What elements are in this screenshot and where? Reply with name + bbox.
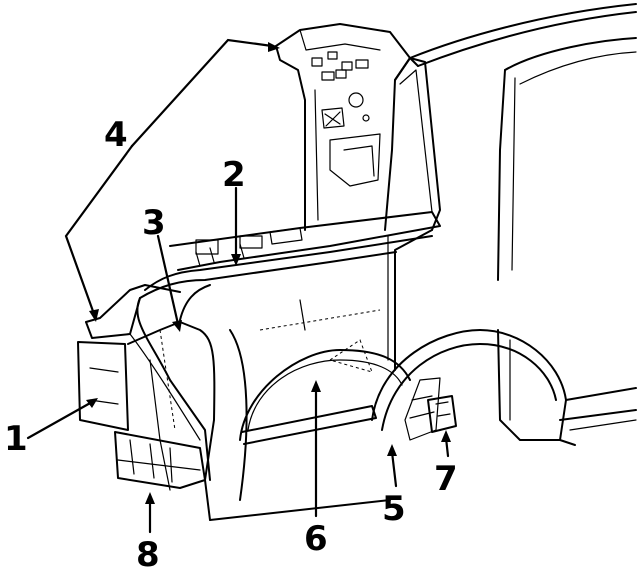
door-window-frame	[497, 37, 637, 281]
quarter-panel	[139, 235, 433, 521]
callout-6: 6	[304, 519, 328, 559]
callout-5: 5	[382, 489, 406, 529]
lower-extension	[114, 431, 206, 489]
leader-lines	[26, 38, 451, 534]
callout-1: 1	[4, 419, 28, 459]
callout-3: 3	[142, 203, 166, 243]
callout-2: 2	[222, 155, 246, 195]
callout-labels: 1 2 3 4 5 6 7 8	[4, 115, 458, 572]
roof-outline	[409, 3, 637, 67]
callout-4: 4	[104, 115, 128, 155]
wheelhouse	[371, 329, 576, 446]
door-opening-pillar	[387, 57, 441, 371]
c-pillar	[275, 23, 411, 231]
inner-quarter-shelf	[169, 211, 441, 271]
rear-body-panel	[77, 284, 211, 491]
brace-bracket	[427, 395, 457, 433]
rocker-sill	[559, 387, 637, 431]
callout-8: 8	[136, 535, 160, 572]
callout-7: 7	[434, 459, 458, 499]
